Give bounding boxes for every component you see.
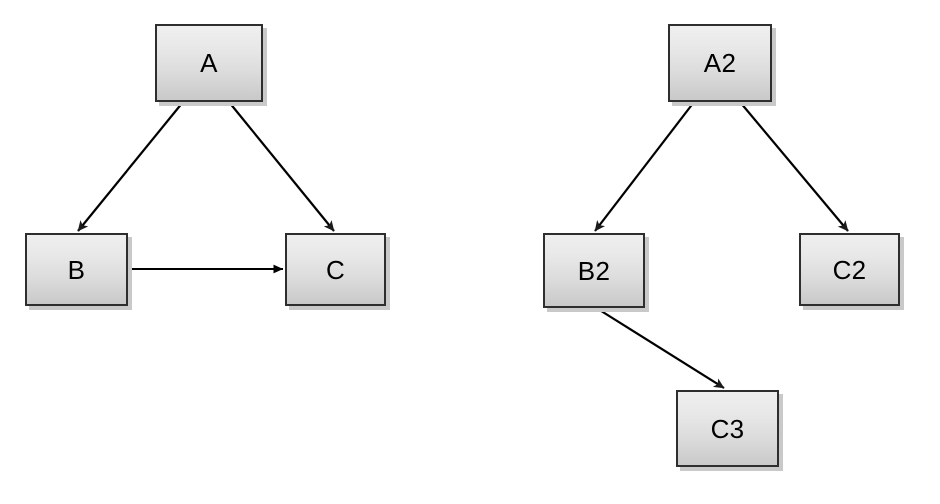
edge-b2-to-c3 [597,308,725,389]
node-b[interactable]: B [25,233,128,306]
node-label-a: A [200,48,218,78]
node-label-b2: B2 [577,255,611,286]
node-c2[interactable]: C2 [799,233,900,306]
edge-a2-to-c2 [739,101,849,232]
node-c[interactable]: C [285,233,386,306]
node-label-c3: C3 [710,413,745,444]
node-c3[interactable]: C3 [676,390,779,467]
node-label-c: C [325,254,346,285]
node-a2[interactable]: A2 [668,24,772,102]
edge-a-to-c [228,101,335,232]
edge-a-to-b [77,101,184,232]
node-label-b: B [67,254,86,285]
edge-a2-to-b2 [594,101,695,232]
node-a[interactable]: A [155,24,263,102]
edges-group [77,101,849,389]
node-label-c2: C2 [832,254,867,285]
node-label-a2: A2 [703,48,737,78]
node-b2[interactable]: B2 [543,233,645,308]
